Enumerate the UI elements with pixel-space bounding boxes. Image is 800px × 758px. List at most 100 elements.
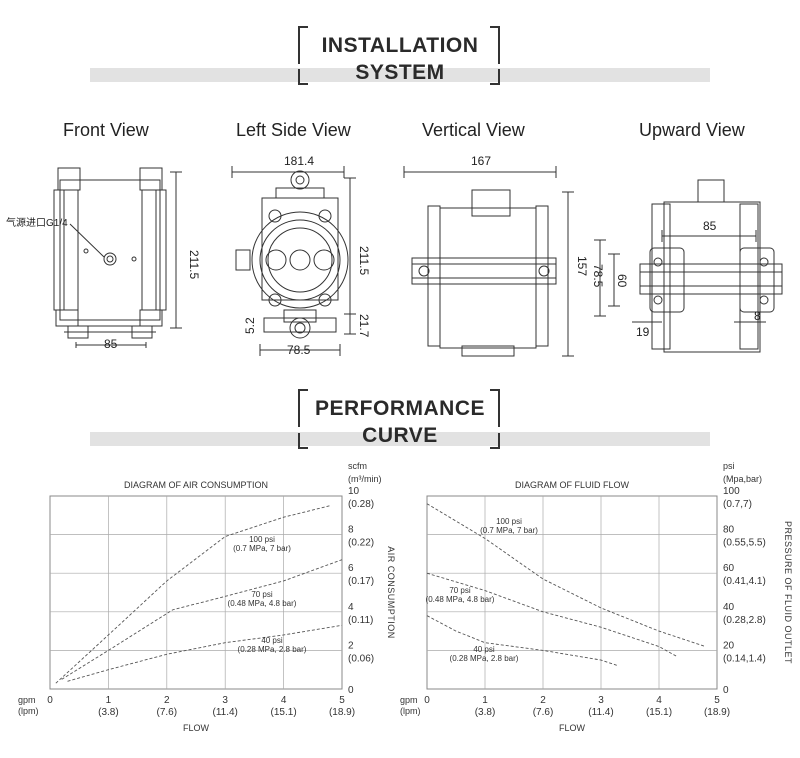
y-tick-label: 0 [348, 685, 354, 696]
y-axis-label: AIR CONSUMPTION [386, 546, 396, 639]
x-tick-label: 0 [47, 695, 53, 706]
y-tick-sublabel: (0.11) [348, 615, 373, 626]
series-line-100-psi [426, 503, 706, 647]
title-bracket-right [490, 26, 500, 64]
upward-view-drawing [594, 179, 783, 353]
y-unit-label: psi [723, 461, 735, 471]
series-sublabel: (0.7 MPa, 7 bar) [480, 526, 538, 535]
y-unit-label: scfm [348, 461, 367, 471]
y-tick-sublabel: (0.55,5.5) [723, 538, 766, 549]
x-tick-label: 5 [714, 695, 720, 706]
front-height-dim: 211.5 [187, 250, 201, 279]
x-tick-label: 2 [540, 695, 546, 706]
x-tick-label: 3 [222, 695, 228, 706]
series-label: 100 psi [496, 517, 522, 526]
y-tick-label: 100 [723, 486, 740, 497]
perf-bracket-left [298, 389, 308, 427]
y-tick-label: 40 [723, 602, 735, 613]
series-sublabel: (0.48 MPa, 4.8 bar) [426, 595, 495, 604]
perf-bar [90, 432, 710, 446]
x-tick-label: 5 [339, 695, 345, 706]
vertical-view-title: Vertical View [422, 120, 525, 140]
series-label: 70 psi [251, 590, 273, 599]
title-bar [90, 68, 710, 82]
x-tick-sublabel: (18.9) [704, 707, 730, 718]
x-tick-label: 1 [106, 695, 112, 706]
x-tick-sublabel: (3.8) [475, 707, 496, 718]
upward-view-title: Upward View [639, 120, 745, 140]
title-bracket-bottom-right [490, 69, 500, 85]
x-tick-sublabel: (3.8) [98, 707, 119, 718]
y-unit-sublabel: (Mpa,bar) [723, 474, 762, 484]
series-sublabel: (0.28 MPa, 2.8 bar) [450, 654, 519, 663]
chart-title: DIAGRAM OF AIR CONSUMPTION [124, 480, 268, 490]
series-line-70-psi [61, 559, 343, 680]
front-view-drawing [53, 167, 182, 348]
vertical-right-dim: 157 [575, 256, 589, 276]
series-sublabel: (0.48 MPa, 4.8 bar) [228, 599, 297, 608]
y-tick-sublabel: (0.41,4.1) [723, 576, 766, 587]
drawings-svg: 气源进口G1/4 211.5 85 181.4 211.5 21.7 5.2 7… [6, 154, 783, 357]
port-label: 气源进口G1/4 [6, 216, 68, 229]
series-sublabel: (0.7 MPa, 7 bar) [233, 544, 291, 553]
x-unit-label: gpm [18, 695, 36, 705]
left-side-view-title: Left Side View [236, 120, 351, 140]
y-tick-label: 60 [723, 563, 735, 574]
perf-bracket-bottom-right [490, 433, 500, 449]
x-tick-sublabel: (15.1) [646, 707, 672, 718]
y-tick-label: 8 [348, 525, 354, 536]
left-base-dim: 21.7 [357, 314, 371, 338]
x-unit-label: gpm [400, 695, 418, 705]
y-tick-label: 10 [348, 486, 360, 497]
installation-subtitle: SYSTEM [355, 61, 445, 84]
plot-frame [49, 495, 343, 690]
front-view-title: Front View [63, 120, 149, 140]
left-height-dim: 211.5 [357, 246, 371, 275]
performance-subtitle: CURVE [362, 424, 438, 447]
series-line-40-psi [67, 624, 343, 682]
series-label: 100 psi [249, 535, 275, 544]
x-tick-label: 2 [164, 695, 170, 706]
y-tick-sublabel: (0.28,2.8) [723, 615, 766, 626]
vertical-top-dim: 167 [471, 154, 491, 168]
front-width-dim: 85 [104, 337, 118, 351]
chart-title: DIAGRAM OF FLUID FLOW [515, 480, 630, 490]
x-tick-label: 4 [656, 695, 662, 706]
x-tick-label: 4 [281, 695, 287, 706]
y-tick-label: 2 [348, 640, 354, 651]
x-tick-sublabel: (7.6) [157, 707, 178, 718]
y-tick-sublabel: (0.28) [348, 499, 374, 510]
x-tick-label: 1 [482, 695, 488, 706]
upward-inner-dim: 60 [615, 274, 629, 288]
y-tick-sublabel: (0.7,7) [723, 499, 752, 510]
y-tick-sublabel: (0.17) [348, 576, 374, 587]
title-bracket-bottom-left [298, 69, 308, 85]
perf-bracket-bottom-left [298, 433, 308, 449]
perf-bracket-right [490, 389, 500, 427]
upward-width-dim: 85 [703, 219, 717, 233]
y-tick-sublabel: (0.22) [348, 538, 374, 549]
x-tick-label: 0 [424, 695, 430, 706]
series-line-40-psi [426, 615, 619, 667]
y-tick-sublabel: (0.06) [348, 653, 374, 664]
series-label: 70 psi [449, 586, 471, 595]
x-axis-label: FLOW [183, 723, 210, 733]
left-side-view-drawing [231, 166, 356, 356]
upward-right-dim: 8 [754, 309, 761, 323]
series-line-100-psi [55, 505, 331, 684]
x-tick-sublabel: (11.4) [213, 707, 238, 718]
x-axis-label: FLOW [559, 723, 586, 733]
y-tick-label: 20 [723, 640, 735, 651]
x-tick-sublabel: (18.9) [329, 707, 355, 718]
series-sublabel: (0.28 MPa, 2.8 bar) [238, 645, 307, 654]
performance-title: PERFORMANCE [314, 397, 485, 420]
x-tick-sublabel: (11.4) [588, 707, 613, 718]
series-label: 40 psi [261, 636, 283, 645]
x-tick-label: 3 [598, 695, 604, 706]
y-tick-label: 0 [723, 685, 729, 696]
vertical-view-drawing [403, 166, 574, 357]
left-top-dim: 181.4 [284, 154, 314, 168]
y-tick-label: 80 [723, 525, 735, 536]
left-small-dim: 5.2 [243, 317, 257, 334]
